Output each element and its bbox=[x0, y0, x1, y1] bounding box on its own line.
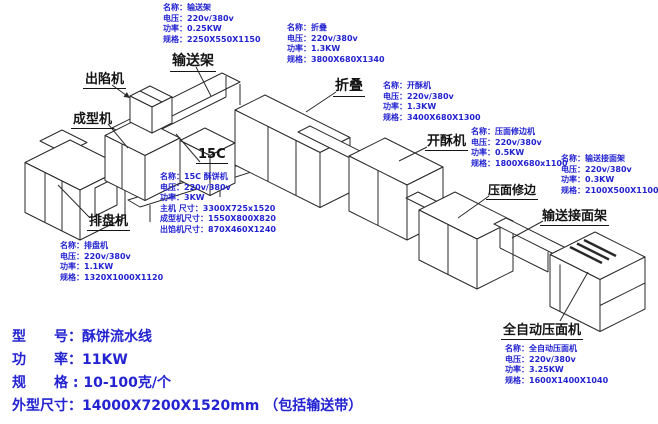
tray-arranger-drawing bbox=[24, 129, 126, 241]
summary-block: 型 号：酥饼流水线功 率：11KW 规 格 : 10-100克/个外型尺寸：140… bbox=[12, 326, 362, 418]
text-line: 功率：3KW bbox=[160, 193, 205, 203]
text-line: 名称：全自动压面机 bbox=[505, 344, 577, 353]
text-line: 规格：1320X1000X1120 bbox=[60, 272, 164, 282]
text-line: 出馅机尺寸：870X460X1240 bbox=[160, 224, 276, 234]
text-line: 功率：0.25KW bbox=[163, 24, 222, 34]
text-line: 规格：3800X680X1340 bbox=[287, 54, 385, 64]
text-line: 规格：1600X1400X1040 bbox=[505, 375, 609, 385]
text-line: 主机 尺寸：3300X725x1520 bbox=[160, 203, 276, 213]
text-line: 名称：折叠 bbox=[287, 23, 327, 32]
text-line: 功率：1.3KW bbox=[383, 102, 437, 112]
text-line: 电压：220v/380v bbox=[287, 33, 358, 43]
text-line: 功率：1.3KW bbox=[287, 44, 341, 54]
text-line: 电压：220v/380v bbox=[505, 354, 576, 364]
text-line: 规格：3400X680X1300 bbox=[383, 112, 481, 122]
text-line: 型 号：酥饼流水线 bbox=[12, 329, 152, 345]
label-folding: 折叠 bbox=[333, 75, 365, 97]
label-forming-machine: 成型机 bbox=[71, 108, 115, 129]
label-conveyor-rack: 输送架 bbox=[170, 50, 216, 72]
text-line: 电压：220v/380v bbox=[471, 137, 542, 147]
filling-outlet-drawing bbox=[129, 85, 173, 134]
text-line: 名称：输送接面架 bbox=[561, 154, 625, 163]
text-line: 功率：3.25KW bbox=[505, 365, 564, 375]
text-line: 规格：2100X500X1100 bbox=[561, 185, 658, 195]
label-conveyor-joint: 输送接面架 bbox=[540, 205, 610, 226]
text-line: 电压：220v/380v bbox=[561, 164, 632, 174]
text-line: 功率：1.1KW bbox=[60, 262, 114, 272]
label-tray-arranger: 排盘机 bbox=[87, 210, 131, 231]
press-trimming-drawing bbox=[418, 191, 514, 290]
forming-machine-drawing bbox=[104, 117, 181, 201]
label-press-trimming: 压面修边 bbox=[486, 181, 539, 200]
text-line: 名称：压面修边机 bbox=[471, 127, 535, 136]
text-line: 电压：220v/380v bbox=[160, 182, 231, 192]
auto-press-drawing bbox=[549, 231, 646, 332]
text-line: 电压：220v/380v bbox=[383, 91, 454, 101]
label-filling-outlet: 出陷机 bbox=[83, 68, 127, 89]
label-auto-press: 全自动压面机 bbox=[501, 319, 584, 340]
text-line: 名称：15C 酥饼机 bbox=[160, 172, 228, 181]
label-sheeter: 开酥机 bbox=[425, 130, 469, 151]
text-line: 电压：220v/380v bbox=[163, 13, 234, 23]
text-line: 功率：0.3KW bbox=[561, 175, 615, 185]
pastry-machine-15c-drawing bbox=[179, 127, 236, 196]
text-line: 功 率：11KW bbox=[12, 352, 128, 368]
text-line: 规格：1800X680x1100 bbox=[471, 158, 568, 168]
text-line: 电压：220v/380v bbox=[60, 251, 131, 261]
label-15c: 15C bbox=[196, 147, 228, 164]
text-line: 名称：排盘机 bbox=[60, 241, 108, 250]
text-line: 外型尺寸：14000X7200X1520mm （包括输送带） bbox=[12, 398, 363, 414]
text-line: 名称：开酥机 bbox=[383, 81, 431, 90]
text-line: 功率：0.5KW bbox=[471, 148, 525, 158]
text-line: 规 格 : 10-100克/个 bbox=[12, 375, 171, 391]
text-line: 规格：2250X550X1150 bbox=[163, 34, 261, 44]
text-line: 名称：输送架 bbox=[163, 3, 211, 12]
text-line: 成型机尺寸：1550X800X820 bbox=[160, 214, 276, 224]
